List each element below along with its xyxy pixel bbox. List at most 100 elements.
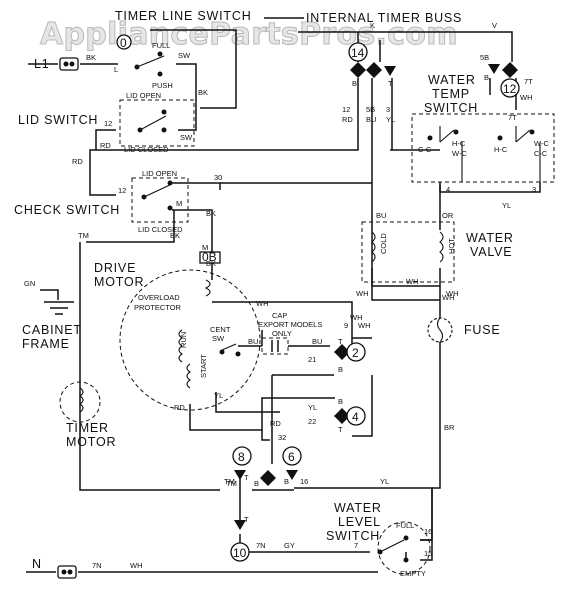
n-terminal-label: N [32, 557, 42, 571]
check-lid-open-label: LID OPEN [142, 169, 177, 178]
water-level-title-3: SWITCH [326, 529, 380, 543]
w-c-label-1: W-C [452, 149, 467, 158]
terminal-0b-label: 0B [202, 250, 217, 264]
l1-connector [59, 57, 79, 71]
wire-5b-14: 5B [366, 105, 375, 114]
wire-5b-12: 5B [480, 53, 489, 62]
empty-label: EMPTY [400, 569, 426, 578]
cent-label: CENT [210, 325, 231, 334]
water-temp-title-1: WATER [428, 73, 476, 87]
wire-wh-cap: WH [358, 321, 371, 330]
export-models-label: EXPORT MODELS [258, 320, 322, 329]
c-c-label-1: C-C [418, 145, 432, 154]
full-label-2: FULL [396, 521, 414, 530]
wire-tm-8: TM [226, 479, 237, 488]
wire-k: K [370, 21, 375, 30]
wire-wh-fuse: WH [442, 293, 455, 302]
wire-12-check: 12 [118, 186, 126, 195]
wire-15: 15 [424, 549, 432, 558]
terminal-8: 8 T TM B [226, 446, 259, 488]
water-level-title-1: WATER [334, 501, 382, 515]
wire-bk-motor: BK [206, 259, 216, 268]
timer-motor-title-2: MOTOR [66, 435, 116, 449]
terminal-6: 6 B 16 [260, 446, 308, 486]
watermark-text: AppliancePartsPros.com [40, 17, 458, 52]
overload-label-2: PROTECTOR [134, 303, 182, 312]
drive-motor-title-1: DRIVE [94, 261, 136, 275]
wire-7n-n: 7N [92, 561, 102, 570]
start-label: START [199, 354, 208, 378]
water-valve-title-1: WATER [466, 231, 514, 245]
wire-rd-lid: RD [100, 141, 111, 150]
wire-l: L [114, 65, 118, 74]
wire-bk-check: BK [206, 209, 216, 218]
wire-wh-n: WH [130, 561, 143, 570]
check-switch: CHECK SWITCH LID OPEN LID CLOSED 12 30 M… [14, 169, 222, 240]
cold-label: COLD [379, 233, 388, 254]
wire-rd-motor: RD [174, 403, 185, 412]
drive-motor-title-2: MOTOR [94, 275, 144, 289]
wire-tm-1: TM [78, 231, 89, 240]
wire-sw-lid: SW [180, 133, 193, 142]
wire-3-14: 3 [386, 105, 390, 114]
c-c-label-2: C-C [534, 149, 548, 158]
terminal-2-label: 2 [352, 346, 359, 360]
fuse: FUSE BR [427, 317, 500, 432]
terminal-12-label: 12 [503, 82, 517, 96]
water-temp-title-3: SWITCH [424, 101, 478, 115]
terminal-block-12: 12 5B 7T WH B T [480, 53, 533, 102]
wire-12-14: 12 [342, 105, 350, 114]
wire-bu-cap: BU [312, 337, 322, 346]
wire-br: BR [444, 423, 455, 432]
wire-t-2: T [338, 337, 343, 346]
wire-tm-2: TM [224, 477, 235, 486]
wire-16-6: 16 [300, 477, 308, 486]
run-label: RUN [179, 332, 188, 348]
wire-rd-14: RD [342, 115, 353, 124]
wire-b-8: B [254, 479, 259, 488]
wire-sw: SW [178, 51, 191, 60]
wire-m-2: M [202, 243, 208, 252]
wire-yl-4: YL [308, 403, 317, 412]
wire-9: 9 [344, 321, 348, 330]
n-connector [57, 565, 77, 579]
wire-3-temp: 3 [532, 185, 536, 194]
wire-t-4: T [338, 425, 343, 434]
wire-bu-motor: BU [248, 337, 258, 346]
push-label: PUSH [152, 81, 173, 90]
capacitor: CAP EXPORT MODELS ONLY BU 21 9 WH [258, 311, 371, 364]
terminal-10-label: 10 [233, 546, 247, 560]
check-switch-title: CHECK SWITCH [14, 203, 120, 217]
wire-wh-motor: WH [256, 299, 269, 308]
terminal-6-label: 6 [288, 450, 295, 464]
wire-7t: 7T [524, 77, 533, 86]
overload-label-1: OVERLOAD [138, 293, 180, 302]
wire-wh-12: WH [520, 93, 533, 102]
terminal-14-label: 14 [351, 46, 365, 60]
cabinet-frame-title-1: CABINET [22, 323, 82, 337]
terminal-8-label: 8 [238, 450, 245, 464]
lid-open-label: LID OPEN [126, 91, 161, 100]
lid-switch: LID SWITCH LID OPEN LID CLOSED 12 RD SW … [18, 91, 195, 166]
terminal-0b-box [199, 251, 221, 264]
wire-t-14: T [388, 79, 393, 88]
terminal-4: 4 B T YL 22 [308, 397, 366, 434]
timer-line-switch-title: TIMER LINE SWITCH [115, 9, 252, 23]
w-c-label-2: W-C [534, 139, 549, 148]
cabinet-frame-ground: GN CABINET FRAME [22, 279, 82, 351]
wire-7: 7 [354, 541, 358, 550]
timer-line-switch: TIMER LINE SWITCH 0 FULL PUSH SW L BK BK [86, 9, 252, 97]
wire-b-14: B [352, 79, 357, 88]
h-c-label-2: H-C [494, 145, 508, 154]
drive-motor: 0B DRIVE MOTOR M BK OVERLOAD PROTECTOR W… [94, 243, 269, 412]
terminal-10: T 10 7N GY [230, 515, 295, 562]
wire-30: 30 [214, 173, 222, 182]
cent-sw-label: SW [212, 334, 225, 343]
water-valve-title-2: VALVE [470, 245, 512, 259]
only-label: ONLY [272, 329, 292, 338]
wire-m-1: M [176, 199, 182, 208]
wire-wh-valve-3: WH [446, 289, 459, 298]
wire-bk-check-2: BK [170, 231, 180, 240]
wire-b-12: B [484, 73, 489, 82]
